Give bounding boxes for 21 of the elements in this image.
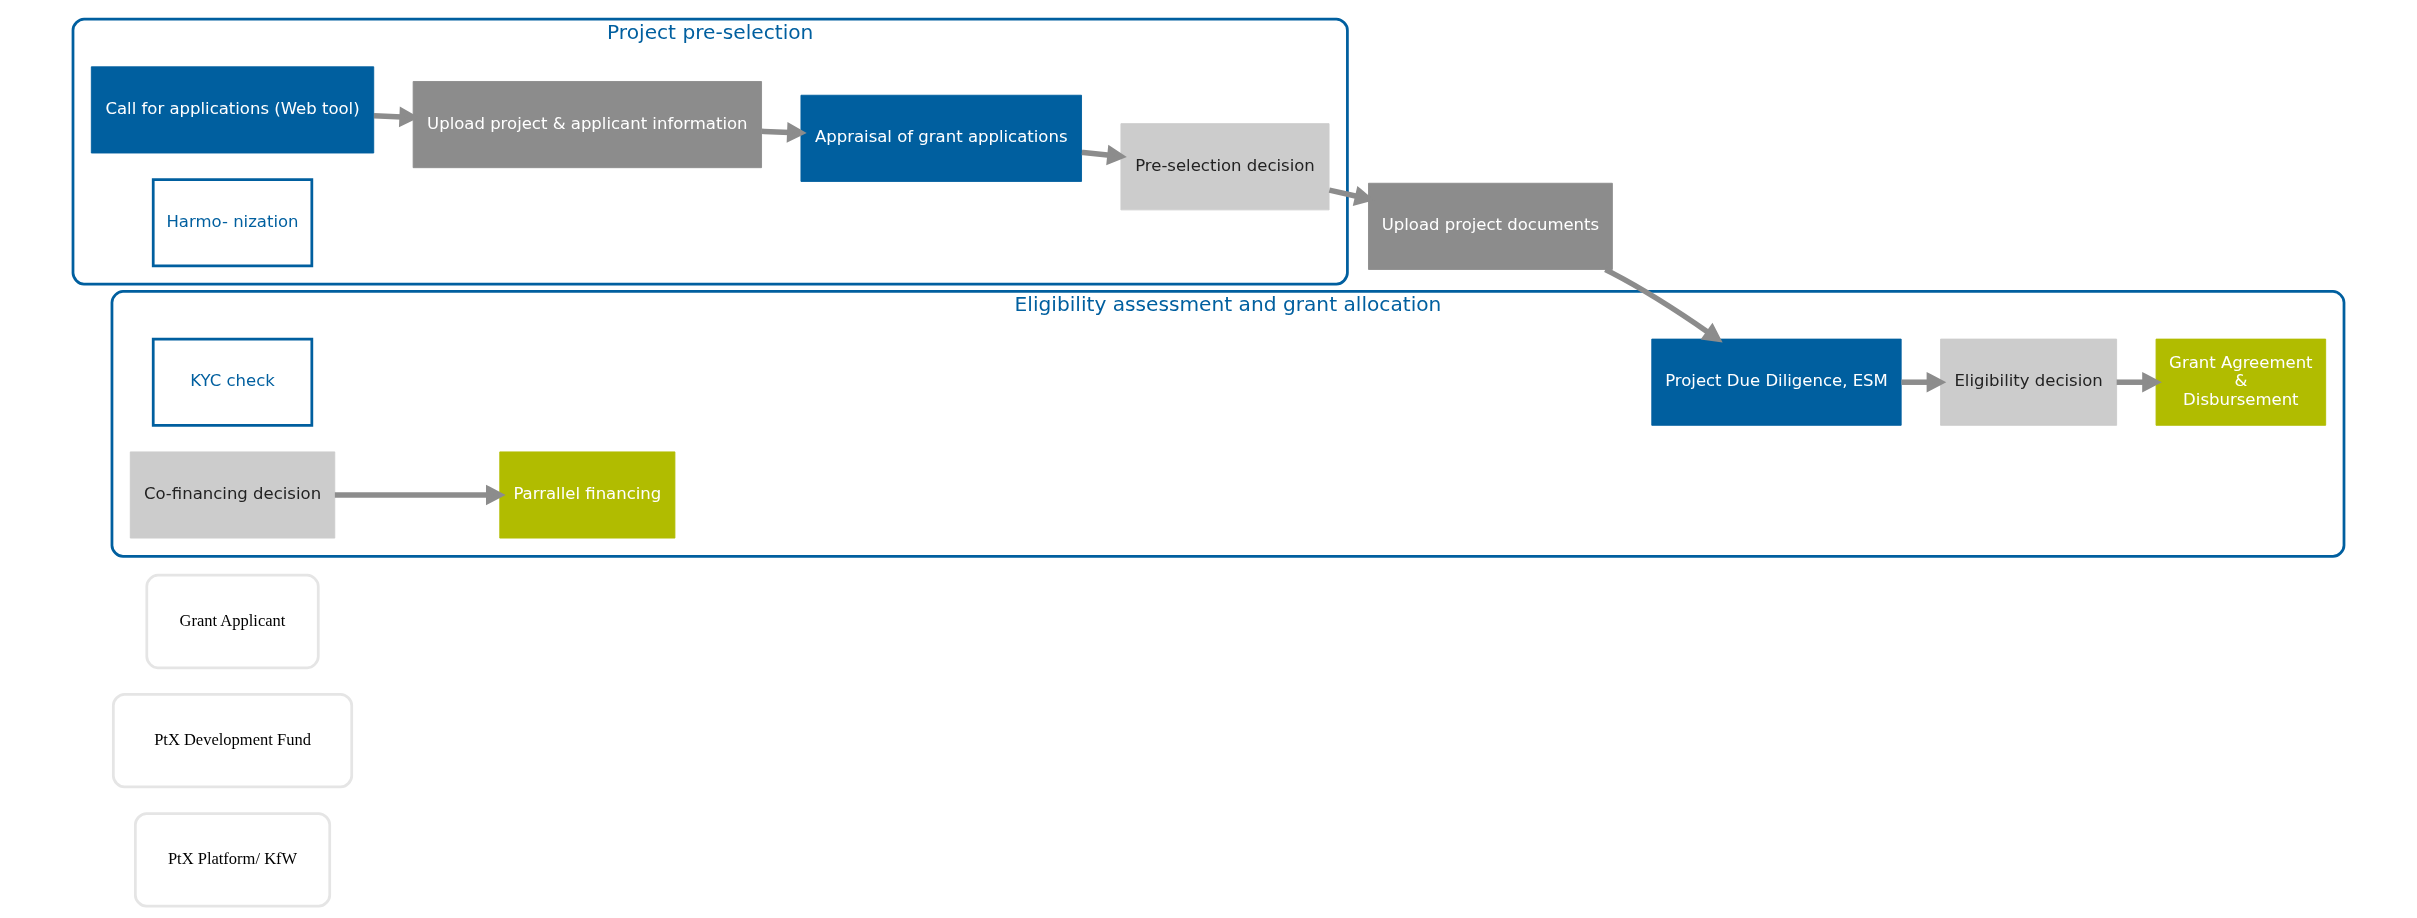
- arrow: [761, 122, 807, 143]
- node-box: Upload project & applicant information: [412, 81, 762, 169]
- arrow: [334, 484, 506, 506]
- node-box: Parrallel financing: [499, 451, 676, 539]
- node-box: Co-financing decision: [129, 451, 336, 539]
- node-box: PtX Development Fund: [111, 693, 354, 789]
- arrow: [1901, 371, 1947, 393]
- node-box: Eligibility decision: [1940, 338, 2118, 426]
- node-box: Grant Applicant: [145, 573, 320, 670]
- node-box: Project Due Diligence, ESM: [1651, 338, 1902, 426]
- node-box: Grant Agreement & Disbursement: [2155, 338, 2327, 426]
- node-box: Call for applications (Web tool): [90, 66, 375, 154]
- node-box: KYC check: [151, 337, 314, 427]
- arrow: [1081, 144, 1127, 166]
- node-box: Upload project documents: [1368, 182, 1613, 270]
- node-box: Appraisal of grant applications: [800, 94, 1082, 182]
- node-box: Pre-selection decision: [1120, 123, 1330, 211]
- node-box: Harmo- nization: [151, 178, 314, 268]
- node-box: PtX Platform/ KfW: [133, 812, 332, 908]
- arrow: [2116, 371, 2162, 393]
- arrow: [1604, 267, 1723, 343]
